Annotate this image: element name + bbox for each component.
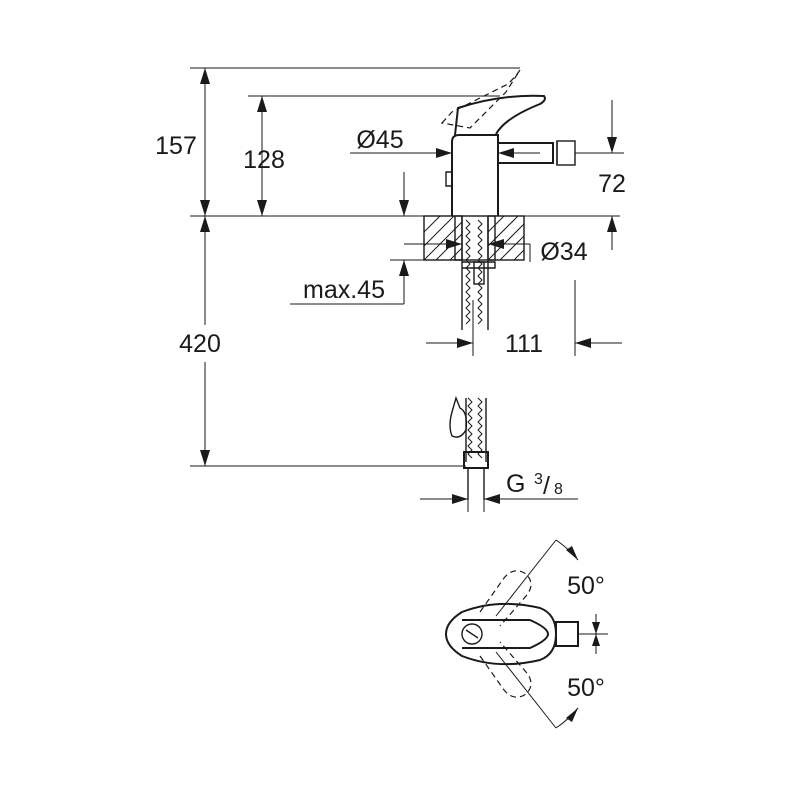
dim-128: 128 (243, 146, 285, 174)
lever-rotated-right-ghost (479, 641, 532, 698)
handle-raised-ghost (440, 69, 521, 129)
hose-tag (449, 395, 468, 438)
dim-max45: max.45 (303, 276, 385, 304)
faucet-top-view: 50° 50° (444, 539, 608, 729)
top-lever-cap (461, 623, 483, 645)
dim-g-den: 8 (554, 481, 563, 498)
hose-nut (463, 451, 489, 469)
top-body (444, 602, 558, 666)
top-aerator (555, 621, 579, 647)
dim-72: 72 (598, 170, 626, 198)
dimensions: 157 128 Ø45 72 Ø34 max.45 (155, 67, 626, 512)
dim-d34: Ø34 (540, 238, 587, 266)
dim-g-prefix: G (506, 470, 525, 498)
dim-g-slash: / (543, 472, 550, 500)
dim-420: 420 (179, 330, 221, 358)
top-lever (462, 619, 550, 649)
angle-right: 50° (567, 674, 605, 702)
lever-rotated-left-ghost (479, 570, 532, 627)
dim-111: 111 (505, 330, 543, 358)
supply-hose-lower (467, 397, 473, 459)
supply-hose-upper (465, 219, 471, 325)
dim-g-num: 3 (534, 471, 543, 488)
spout-outlet (556, 140, 576, 166)
mounting-nut (454, 215, 496, 261)
mount-clip (473, 261, 485, 285)
countertop-section (423, 215, 525, 261)
supply-hose-upper-2 (477, 219, 483, 325)
faucet-handle (454, 94, 546, 136)
dim-157: 157 (155, 132, 197, 160)
angle-left: 50° (567, 572, 605, 600)
popup-knob (445, 171, 452, 187)
faucet-side-view (190, 69, 620, 500)
faucet-body (451, 134, 499, 216)
supply-hose-lower-2 (477, 397, 483, 459)
countertop-right (487, 215, 525, 261)
faucet-spout (498, 142, 554, 164)
dim-d45: Ø45 (356, 126, 403, 154)
